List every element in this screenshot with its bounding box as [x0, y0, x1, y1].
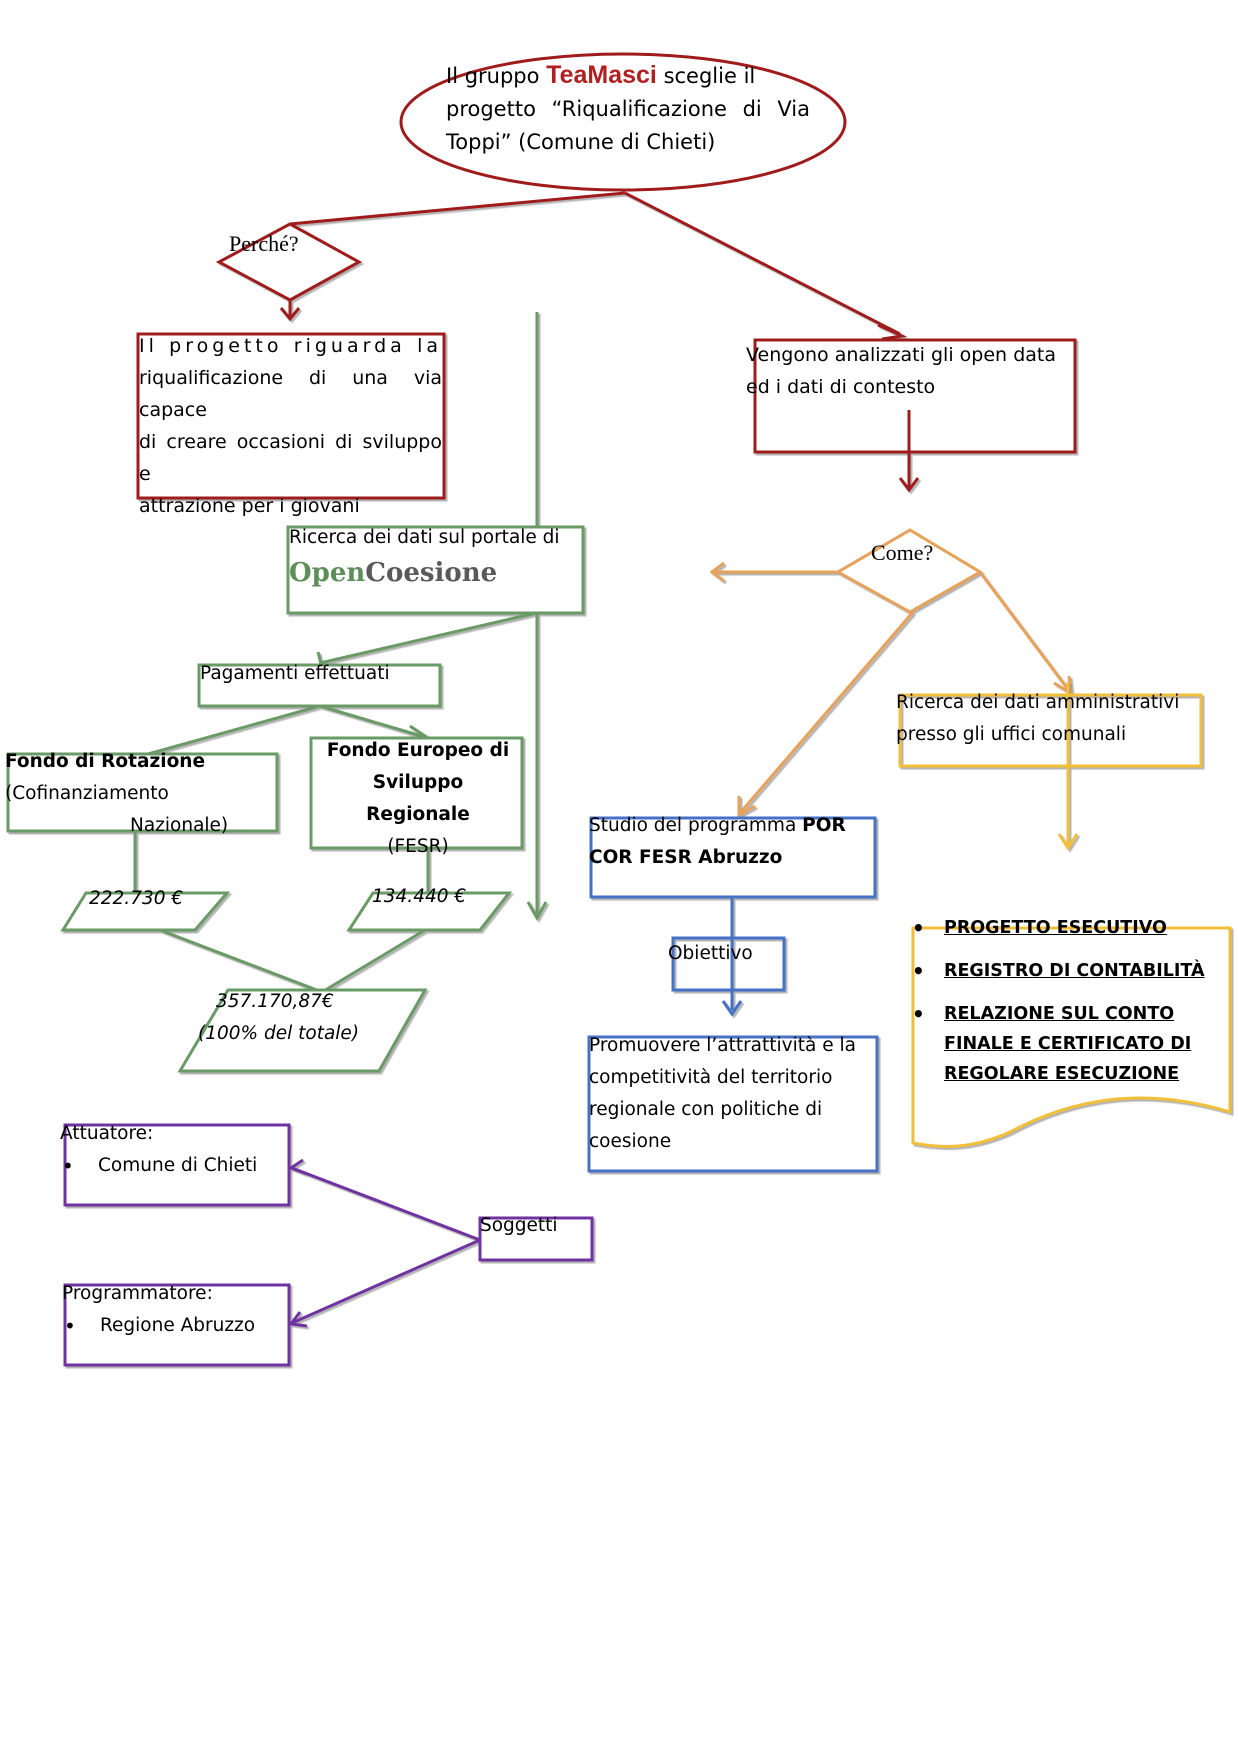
por-line-1: Studio del programma POR	[589, 815, 846, 836]
amount-total-text: 357.170,87€ (100% del totale)	[198, 986, 359, 1050]
opencoesione-box[interactable]	[286, 525, 585, 615]
how-diamond[interactable]	[834, 528, 983, 614]
document-item-1: PROGETTO ESECUTIVO	[910, 913, 1220, 943]
why-answer-box[interactable]	[136, 332, 446, 500]
soggetti-box[interactable]	[478, 1216, 594, 1262]
amount-total-note: (100% del totale)	[198, 1023, 360, 1044]
objective-line-1: Promuovere l’attrattività e la	[589, 1035, 856, 1056]
connector-how-to-admin	[978, 571, 1072, 693]
objective-label: Obiettivo	[668, 943, 753, 964]
amount-total-shape[interactable]	[177, 988, 428, 1073]
por-line-2: COR FESR Abruzzo	[589, 847, 783, 868]
admin-data-line-1: Ricerca dei dati amministrativi	[896, 692, 1180, 713]
fondo-europeo-box[interactable]	[309, 736, 524, 850]
connector-rotazione-to-total	[159, 928, 323, 994]
objective-line-4: coesione	[589, 1131, 672, 1152]
soggetti-label: Soggetti	[480, 1215, 558, 1236]
fondo-europeo-line-1: Fondo Europeo di	[326, 740, 510, 761]
objective-box[interactable]	[671, 936, 786, 992]
open-data-box[interactable]	[753, 338, 1077, 454]
connector-payments-to-rotazione	[147, 704, 321, 756]
amount-rotazione-value: 222.730 €	[89, 888, 184, 909]
why-answer-line-4: attrazione per i giovani	[139, 495, 360, 517]
admin-data-line-2: presso gli uffici comunali	[896, 724, 1127, 745]
objective-line-3: regionale con politiche di	[589, 1099, 823, 1120]
amount-rotazione-shape[interactable]	[60, 891, 231, 932]
objective-text-box[interactable]	[587, 1035, 879, 1173]
why-answer-line-3: di creare occasioni di sviluppo e	[139, 431, 442, 485]
amount-fesr-value: 134.440 €	[372, 886, 467, 907]
attuatore-item: Comune di Chieti	[60, 1150, 285, 1182]
objective-line-2: competitività del territorio	[589, 1067, 833, 1088]
attuatore-text: Attuatore: Comune di Chieti	[60, 1118, 285, 1182]
why-answer-line-2: riqualificazione di una via capace	[139, 367, 442, 421]
fondo-europeo-text: Fondo Europeo di Sviluppo Regionale (FES…	[318, 735, 518, 863]
fondo-rotazione-text: Fondo di Rotazione (Cofinanziamento Nazi…	[5, 746, 350, 842]
por-box[interactable]	[589, 816, 877, 899]
opencoesione-text: Ricerca dei dati sul portale di OpenCoes…	[289, 522, 581, 592]
logo-coesione: Coesione	[365, 558, 498, 588]
programmatore-title: Programmatore:	[62, 1283, 213, 1304]
admin-data-box[interactable]	[898, 693, 1203, 768]
title-line-1: Il gruppo TeaMasci sceglie il	[446, 61, 756, 89]
title-text: Il gruppo TeaMasci sceglie il progetto “…	[446, 59, 810, 159]
arrowhead-opendata	[877, 323, 908, 341]
connector-how-to-por	[738, 611, 915, 814]
fondo-rotazione-line-2: Nazionale)	[130, 815, 229, 836]
logo-open: Open	[289, 558, 366, 588]
arrowhead-green-vertical	[526, 901, 548, 922]
why-answer-line-1: Il progetto riguarda la	[139, 335, 442, 357]
why-label: Perché?	[229, 231, 299, 256]
connector-title-to-opendata	[624, 191, 901, 336]
objective-text: Promuovere l’attrattività e la competiti…	[589, 1030, 877, 1158]
fondo-europeo-line-2: Sviluppo Regionale	[366, 772, 470, 825]
attuatore-title: Attuatore:	[60, 1123, 154, 1144]
admin-data-text: Ricerca dei dati amministrativi presso g…	[896, 687, 1196, 751]
open-data-line-1: Vengono analizzati gli open data	[746, 344, 1056, 366]
arrowhead-programmatore	[288, 1311, 308, 1328]
arrowhead-admin	[1053, 675, 1073, 696]
arrowhead-attuatore	[287, 1158, 308, 1176]
programmatore-text: Programmatore: Regione Abruzzo	[62, 1278, 287, 1342]
why-diamond[interactable]	[215, 222, 363, 302]
connector-opencoesione-to-payments	[319, 611, 537, 665]
why-answer-text: Il progetto riguarda la riqualificazione…	[139, 330, 442, 522]
amount-fesr-shape[interactable]	[346, 891, 513, 932]
arrowhead-admin-down	[1057, 833, 1079, 851]
arrowhead-objective	[721, 1000, 743, 1017]
document-item-3: RELAZIONE SUL CONTO FINALE E CERTIFICATO…	[910, 999, 1220, 1089]
arrowhead-how-left	[709, 561, 725, 583]
connector-soggetti-to-programmatore	[291, 1238, 481, 1325]
amount-total-value: 357.170,87€	[216, 991, 334, 1012]
payments-label: Pagamenti effettuati	[200, 663, 390, 684]
arrowhead-why-answer	[279, 307, 301, 322]
connector-soggetti-to-attuatore	[291, 1166, 481, 1242]
arrowhead-how	[898, 477, 920, 493]
title-ellipse[interactable]	[399, 52, 847, 192]
programmatore-item: Regione Abruzzo	[62, 1310, 287, 1342]
fondo-rotazione-line-1: Fondo di Rotazione (Cofinanziamento	[5, 751, 206, 804]
open-data-line-2: ed i dati di contesto	[746, 376, 936, 398]
payments-box[interactable]	[197, 663, 442, 708]
title-line-3: Toppi” (Comune di Chieti)	[446, 130, 716, 154]
por-text: Studio del programma POR COR FESR Abruzz…	[589, 810, 874, 874]
connector-payments-to-fesr	[319, 704, 429, 740]
how-label: Come?	[871, 540, 934, 565]
arrowhead-por	[737, 796, 756, 818]
opencoesione-logo: OpenCoesione	[289, 554, 581, 592]
open-data-text: Vengono analizzati gli open data ed i da…	[746, 339, 1056, 403]
document-item-2: REGISTRO DI CONTABILITÀ	[910, 956, 1220, 986]
title-line-2: progetto “Riqualificazione di Via	[446, 97, 810, 121]
opencoesione-line: Ricerca dei dati sul portale di	[289, 527, 560, 548]
connector-fesr-to-total	[321, 928, 426, 994]
documents-list: PROGETTO ESECUTIVO REGISTRO DI CONTABILI…	[910, 913, 1220, 1089]
connector-title-to-why	[289, 191, 626, 226]
fondo-rotazione-box[interactable]	[6, 752, 279, 833]
fondo-europeo-line-3: (FESR)	[387, 836, 449, 857]
brand-name: TeaMasci	[546, 61, 657, 89]
